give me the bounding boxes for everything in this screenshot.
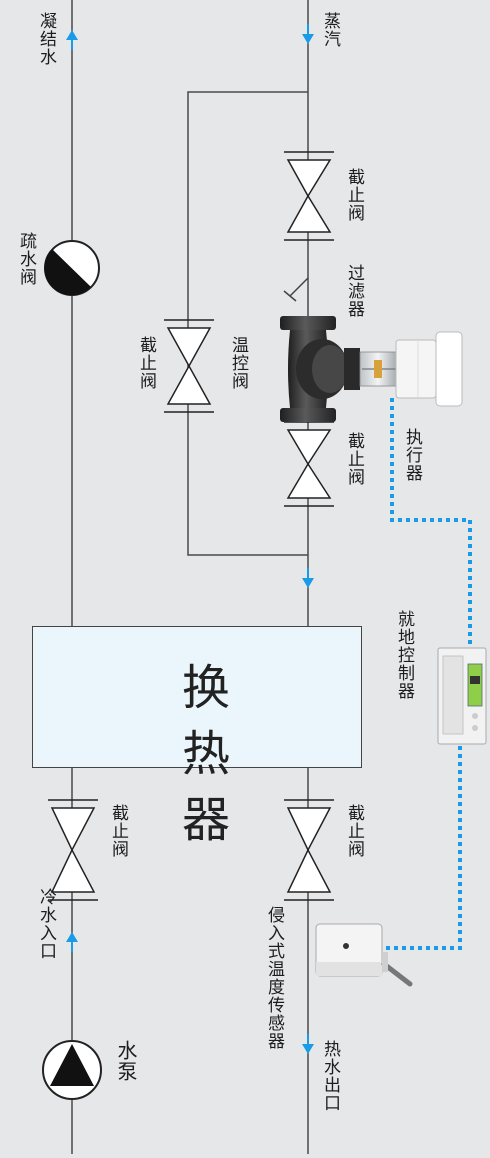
cold-inlet-label: 冷水入口 <box>36 888 56 960</box>
bypass-valve-label: 截止阀 <box>136 336 156 390</box>
actuator-label: 执行器 <box>402 428 422 482</box>
local-controller-label: 就地控制器 <box>394 610 414 700</box>
signal-actuator-to-controller <box>390 398 472 646</box>
arrow-down-to-exchanger-icon <box>302 568 314 588</box>
pump-icon <box>42 1040 102 1100</box>
signal-lines <box>384 398 472 950</box>
arrow-down-steam-icon <box>302 24 314 44</box>
heat-exchanger-box <box>32 626 362 768</box>
temp-control-valve-icon <box>280 316 397 422</box>
hot-outlet-label: 热水出口 <box>320 1040 340 1112</box>
signal-controller-to-sensor <box>384 746 462 950</box>
flow-arrows <box>66 24 314 1054</box>
stop-valve-hot-icon <box>284 799 334 901</box>
sensor-label: 侵入式温度传感器 <box>264 906 284 1050</box>
local-controller-icon <box>437 647 487 745</box>
stop-valve-cold-label: 截止阀 <box>108 804 128 858</box>
arrow-down-hot-outlet-icon <box>302 1034 314 1054</box>
steam-trap-label: 疏水阀 <box>16 232 36 286</box>
stop-valve-top-label: 截止阀 <box>344 168 364 222</box>
temp-valve-label: 温控阀 <box>228 336 248 390</box>
arrow-up-condensate-icon <box>66 30 78 50</box>
bypass-pipe <box>187 91 308 556</box>
steam-label: 蒸汽 <box>320 12 340 48</box>
stop-valve-hot-label: 截止阀 <box>344 804 364 858</box>
temperature-sensor-icon <box>315 923 413 987</box>
stop-valve-top-icon <box>284 151 334 241</box>
steam-trap-icon <box>44 240 100 296</box>
arrow-up-cold-inlet-icon <box>66 932 78 952</box>
filter-label: 过滤器 <box>344 264 364 318</box>
stop-valve-cold-icon <box>48 799 98 901</box>
stop-valve-mid-icon <box>284 421 334 507</box>
condensate-label: 凝结水 <box>36 12 56 66</box>
stop-valve-bypass-icon <box>164 319 214 413</box>
stop-valve-mid-label: 截止阀 <box>344 432 364 486</box>
heat-exchanger-label: 换热器 <box>173 662 229 860</box>
pump-label: 水泵 <box>114 1040 138 1082</box>
filter-icon <box>283 277 309 302</box>
actuator-icon <box>395 331 463 407</box>
